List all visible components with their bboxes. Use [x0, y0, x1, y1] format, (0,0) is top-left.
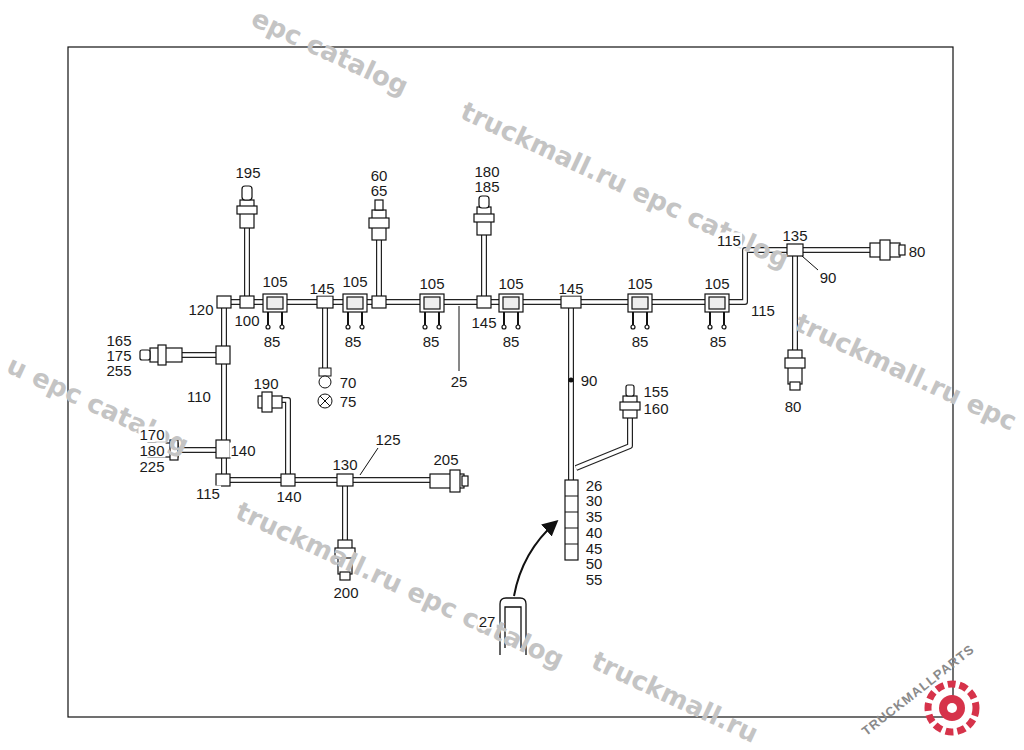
callout-number: 165 — [105, 333, 132, 348]
cable-clips — [263, 294, 729, 329]
callout-number: 70 — [339, 375, 358, 390]
callout-number: 85 — [709, 334, 728, 349]
callout-number: 55 — [585, 572, 604, 587]
callout-number: 170 — [138, 427, 165, 442]
callout-number: 100 — [233, 313, 260, 328]
lamp-symbol — [318, 368, 332, 408]
callout-number: 195 — [234, 165, 261, 180]
logo-text: TRUCKMALLPARTS — [859, 642, 976, 738]
callout-number: 130 — [331, 457, 358, 472]
watermark: truckmall.ru epc catalog — [232, 498, 568, 673]
callout-number: 135 — [781, 228, 808, 243]
callout-number: 90 — [580, 373, 599, 388]
callout-number: 125 — [374, 432, 401, 447]
callout-number: 105 — [418, 276, 445, 291]
callout-number: 80 — [784, 399, 803, 414]
callout-number: 26 — [585, 478, 604, 493]
callout-number: 85 — [263, 334, 282, 349]
callout-number: 105 — [497, 276, 524, 291]
callout-number: 105 — [261, 274, 288, 289]
callout-number: 110 — [186, 389, 212, 404]
callout-number: 145 — [557, 281, 584, 296]
callout-number: 25 — [450, 374, 469, 389]
frame — [68, 47, 953, 717]
callout-number: 185 — [473, 179, 500, 194]
callout-number: 75 — [339, 394, 358, 409]
callout-number: 50 — [585, 556, 604, 571]
callout-number: 105 — [703, 276, 730, 291]
callout-number: 190 — [252, 376, 279, 391]
junctions — [216, 244, 803, 486]
callout-number: 140 — [229, 443, 256, 458]
callout-number: 90 — [819, 270, 838, 285]
callout-number: 40 — [585, 525, 604, 540]
callout-number: 30 — [585, 493, 604, 508]
callout-number: 155 — [642, 384, 669, 399]
callout-number: 120 — [187, 302, 214, 317]
callout-number: 160 — [642, 401, 669, 416]
watermark: truckmall.ru epc catalog — [457, 98, 793, 273]
callout-number: 175 — [105, 348, 132, 363]
callout-number: 255 — [105, 363, 132, 378]
callout-number: 60 — [370, 168, 389, 183]
callout-number: 200 — [332, 585, 359, 600]
callout-number: 145 — [470, 315, 497, 330]
watermark: epc catalog — [248, 5, 412, 100]
callout-number: 85 — [502, 334, 521, 349]
callout-number: 180 — [138, 443, 165, 458]
callout-number: 105 — [626, 276, 653, 291]
callout-number: 65 — [370, 183, 389, 198]
callout-number: 45 — [585, 541, 604, 556]
callout-number: 85 — [344, 334, 363, 349]
callout-number: 115 — [716, 233, 742, 248]
callout-number: 115 — [195, 486, 221, 501]
callout-number: 115 — [750, 303, 776, 318]
watermark: truckmall.ru epc — [792, 309, 1021, 434]
callout-number: 27 — [478, 614, 497, 629]
wire-marker — [569, 378, 574, 383]
callout-number: 145 — [308, 281, 335, 296]
callout-number: 140 — [275, 489, 302, 504]
callout-number: 105 — [341, 274, 368, 289]
callout-number: 85 — [631, 334, 650, 349]
callout-number: 205 — [432, 452, 459, 467]
watermark: truckmall.ru — [588, 647, 762, 747]
callout-number: 85 — [422, 334, 441, 349]
logo-gear — [928, 684, 976, 732]
callout-number: 180 — [473, 164, 500, 179]
callout-number: 225 — [138, 459, 165, 474]
callout-number: 80 — [908, 244, 927, 259]
callout-number: 35 — [585, 509, 604, 524]
cables — [178, 228, 870, 540]
leader-lines — [360, 256, 818, 475]
